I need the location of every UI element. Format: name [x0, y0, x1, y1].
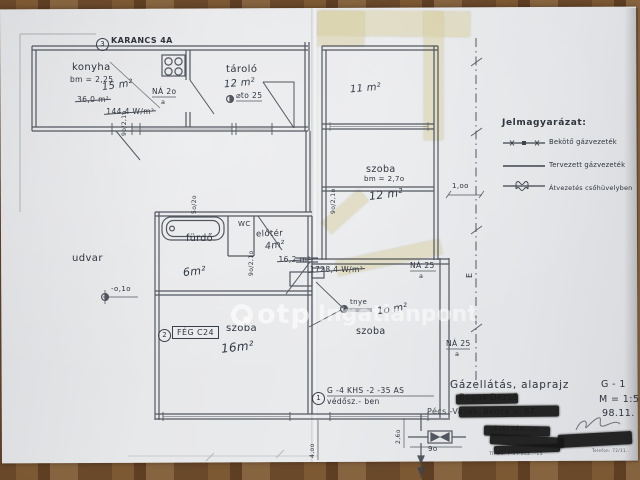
gas-point-icon-udvar [100, 290, 138, 304]
legend-symbol-pipe-sleeve-icon [502, 178, 546, 197]
titleblock-doc-no: G - 1 [601, 379, 626, 390]
tape-patch-corner [318, 12, 364, 46]
redaction-bar-address [458, 405, 560, 418]
room-label-konyha: konyha [72, 62, 111, 73]
dim-90: 9o [428, 445, 438, 453]
furdo-area-handwritten: 6m² [182, 263, 207, 280]
szoba-left-area-handwritten: 16m² [220, 338, 255, 356]
konyha-heat-printed: 144,4 W/m² [106, 107, 155, 116]
pipe-size-na25-eloter: NÁ 25 [410, 261, 435, 270]
room-label-furdo: fürdő [186, 233, 213, 244]
door-dim-90-210-c: 9o/2,1o [248, 250, 255, 276]
room-label-szoba-right: szoba [356, 326, 386, 337]
otp-ingatlanpont-watermark: otp Ingatlanpont [231, 299, 478, 330]
legend: Jelmagyarázat: Bekötő gázvezeték Terveze… [502, 118, 636, 197]
sheet-seam [311, 8, 318, 462]
legend-symbol-connecting-gas-line-icon [502, 132, 546, 151]
pipe-size-na25-line-a: a [455, 350, 460, 358]
stove-icon [161, 54, 186, 77]
signature-squiggle [575, 417, 621, 431]
tarolo-gas-note: ⌀to 25 [236, 91, 263, 100]
door-dim-90-210-b: 9o/2,1o [330, 188, 337, 214]
legend-row-2: Tervezett gázvezeték [502, 155, 636, 174]
appliance-label-karancs: KARANCS 4A [111, 36, 173, 45]
room-label-eloter: előtér [255, 228, 284, 240]
room-label-wc: WC [238, 220, 251, 228]
bathtub-icon [161, 216, 225, 241]
titleblock-title: Gázellátás, alaprajz [450, 379, 570, 391]
dimension-lines [110, 45, 485, 460]
watermark-otp-text: otp [257, 299, 311, 330]
furdo-area-printed: 16,2 m² [278, 255, 311, 264]
watermark-brand-text: Ingatlanpont [317, 302, 478, 327]
stamp-type-text: TIPUS: P-VT-06Z..-15 [489, 452, 543, 457]
titleblock-date: 98.11. [602, 408, 635, 419]
konyha-height: bm = 2,25 [70, 75, 114, 84]
szoba-middle-height: bm = 2,7o [364, 175, 405, 183]
redaction-bar-name [455, 393, 519, 405]
room-label-szoba-middle: szoba [366, 164, 396, 175]
door-swings-top [109, 61, 295, 161]
dim-50-20: 5o/2o [191, 195, 198, 214]
dim-260: 2,6o [395, 429, 402, 444]
wc-partition [227, 216, 255, 257]
walls-bottom-block [154, 211, 450, 420]
konyha-area-printed: 36,0 m² [77, 95, 110, 104]
door-swings-bottom [257, 215, 311, 295]
khs-note-line1: G -4 KHS -2 -35 AS [327, 386, 405, 395]
legend-symbol-planned-gas-line-icon [502, 155, 546, 174]
callout-3-icon: 3 [96, 38, 109, 51]
callout-1-icon: 1 [312, 392, 325, 405]
boiler-label-feg-c24: FÉG C24 [172, 326, 219, 339]
windows-right-rooms [329, 122, 429, 131]
room-label-szoba-left: szoba [226, 323, 258, 334]
fold-line [128, 449, 318, 462]
pipe-size-na25-line: NÁ 25 [446, 339, 471, 348]
pipe-size-na20-a: a [161, 98, 166, 106]
area-label-udvar: udvar [72, 253, 103, 264]
paper-edge-shadow [624, 8, 638, 462]
furdo-heat-printed: 1728,4 W/m² [309, 265, 364, 274]
otp-logo-icon [231, 303, 253, 326]
legend-label-3: Átvezetés csőhüvelyben [549, 183, 633, 192]
legend-title: Jelmagyarázat: [502, 118, 587, 128]
gas-meter-icon [408, 414, 466, 478]
legend-label-1: Bekötő gázvezeték [549, 137, 617, 146]
dimension-100: 1,oo [452, 182, 469, 190]
legend-row-3: Átvezetés csőhüvelyben [502, 178, 636, 197]
walls-right-rooms [312, 45, 450, 418]
otp-logo-dot [243, 315, 249, 322]
callout-2-icon: 2 [158, 329, 171, 342]
gas-note-tnye: tnye [350, 298, 368, 306]
dim-400: 4,oo [309, 443, 316, 458]
khs-note-line2: védősz.- ben [327, 397, 380, 406]
pipe-size-na20: NÁ 2o [152, 87, 177, 96]
drawing-frame-line [19, 33, 96, 212]
titleblock-scale: M = 1:5o [599, 394, 640, 405]
gas-point-icon-tarolo [226, 94, 262, 104]
legend-label-2: Tervezett gázvezeték [549, 160, 626, 169]
gas-entry-elevation: -o,1o [111, 285, 131, 293]
dashed-boundary-line [470, 38, 483, 390]
boundary-letter-e: E [465, 272, 474, 278]
door-dim-90-210-a: 9o/2,1o [121, 110, 128, 136]
legend-row-1: Bekötő gázvezeték [502, 132, 636, 151]
gas-point-icon-tnye [308, 304, 372, 328]
room-label-tarolo: tároló [226, 64, 258, 75]
pipe-size-na25-eloter-a: a [419, 272, 424, 280]
stamp-phone-text: Telefon: 72/31.. [592, 448, 630, 453]
windows-bottom-block [162, 412, 429, 421]
windows-top-block [111, 123, 273, 135]
